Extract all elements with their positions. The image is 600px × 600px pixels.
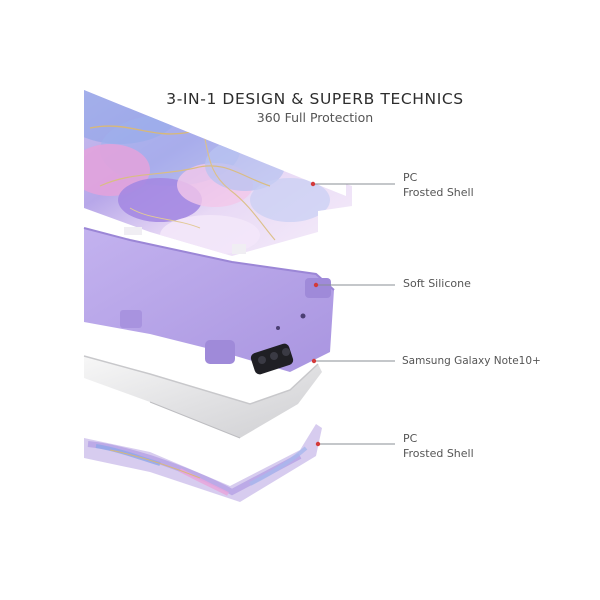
bottom-pc-frame: [84, 424, 322, 502]
callout-bottom-pc-shell-line2: Frosted Shell: [403, 446, 474, 460]
callout-soft-silicone: Soft Silicone: [403, 277, 471, 292]
callout-phone-model: Samsung Galaxy Note10+: [402, 354, 541, 369]
callout-top-pc-shell: PC Frosted Shell: [403, 171, 474, 200]
top-pc-shell: [84, 90, 352, 256]
callout-bottom-pc-shell-line1: PC: [403, 432, 418, 445]
callout-soft-silicone-line1: Soft Silicone: [403, 277, 471, 290]
callout-phone-model-line1: Samsung Galaxy Note10+: [402, 355, 541, 367]
soft-silicone-layer: [83, 227, 335, 372]
leader-lines: [310, 181, 395, 447]
infographic-title: 3-IN-1 DESIGN & SUPERB TECHNICS: [166, 90, 464, 108]
infographic-subtitle: 360 Full Protection: [256, 110, 374, 125]
phone-body: [83, 343, 322, 439]
callout-top-pc-shell-line1: PC: [403, 171, 418, 184]
callout-top-pc-shell-line2: Frosted Shell: [403, 185, 474, 199]
callout-bottom-pc-shell: PC Frosted Shell: [403, 432, 474, 461]
